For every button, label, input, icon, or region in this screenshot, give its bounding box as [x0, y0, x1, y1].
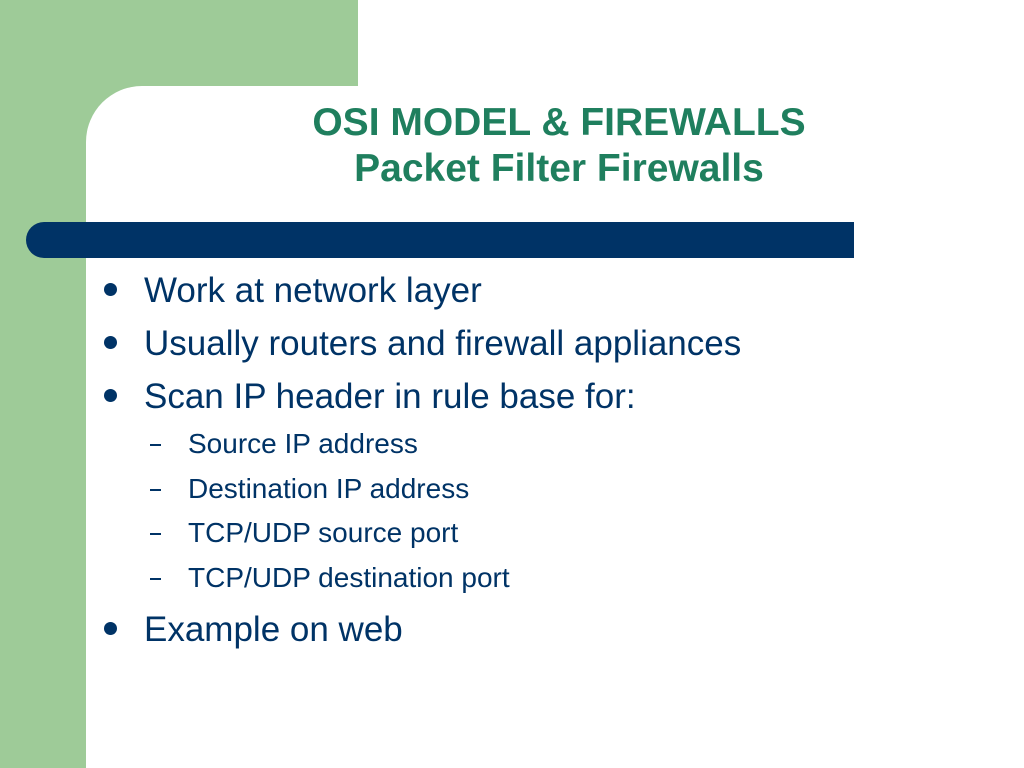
sub-list-item: Source IP address [150, 428, 418, 460]
bullet-dot-icon [104, 622, 117, 636]
dash-icon [150, 443, 161, 446]
sub-list-item: TCP/UDP destination port [150, 562, 510, 594]
list-item: Example on web [104, 610, 403, 650]
list-item-text: Usually routers and firewall appliances [144, 324, 742, 363]
sub-list-item-text: TCP/UDP source port [188, 517, 459, 548]
list-item: Usually routers and firewall appliances [104, 324, 741, 364]
sub-list-item-text: Destination IP address [188, 473, 470, 504]
list-item-text: Example on web [144, 610, 403, 649]
white-content-panel [86, 86, 1024, 768]
title-divider-bar [26, 222, 854, 258]
dash-icon [150, 532, 161, 535]
list-item-text: Scan IP header in rule base for: [144, 377, 636, 416]
list-item-text: Work at network layer [144, 271, 482, 310]
list-item: Work at network layer [104, 271, 482, 311]
title-line-2: Packet Filter Firewalls [354, 147, 764, 190]
dash-icon [150, 488, 161, 491]
dash-icon [150, 577, 161, 580]
list-item: Scan IP header in rule base for: [104, 377, 636, 417]
sub-list-item-text: TCP/UDP destination port [188, 562, 510, 593]
bullet-dot-icon [104, 283, 117, 297]
bullet-dot-icon [104, 389, 117, 403]
bullet-dot-icon [104, 336, 117, 350]
sub-list-item: Destination IP address [150, 473, 469, 505]
sub-list-item-text: Source IP address [188, 428, 418, 459]
title-line-1: OSI MODEL & FIREWALLS [312, 101, 806, 144]
sub-list-item: TCP/UDP source port [150, 517, 458, 549]
slide-title: OSI MODEL & FIREWALLS Packet Filter Fire… [86, 100, 1024, 192]
